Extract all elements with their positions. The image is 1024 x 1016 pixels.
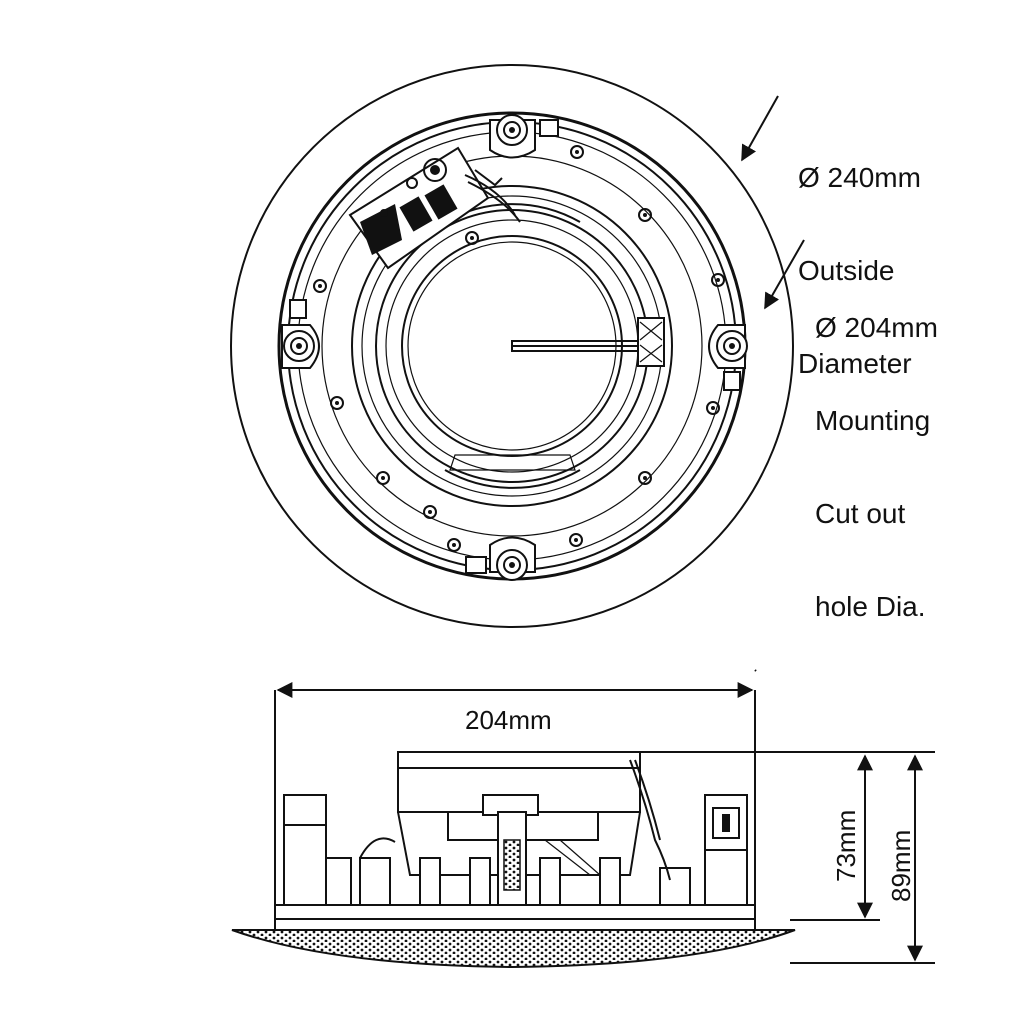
outside-diameter-label: Ø 240mm Outside Diameter (798, 100, 921, 410)
mounting-plate (274, 904, 756, 920)
cutout-diameter-label: Ø 204mm Mounting Cut out hole Dia. (815, 250, 938, 653)
mounting-clamp-left (281, 299, 320, 369)
grille (231, 929, 796, 969)
cutout-diameter-line4: hole Dia. (815, 591, 926, 622)
left-clamp (283, 794, 327, 906)
total-height-label: 89mm (886, 829, 916, 902)
width-label: 204mm (465, 705, 552, 735)
outside-diameter-value: Ø 240mm (798, 162, 921, 193)
depth-label: 73mm (831, 809, 861, 882)
side-view (231, 669, 935, 969)
top-view (230, 64, 805, 628)
outside-diameter-leader (741, 95, 779, 162)
cutout-diameter-line3: Cut out (815, 498, 906, 529)
crossover-board (348, 146, 521, 270)
cutout-diameter-value: Ø 204mm (815, 312, 938, 343)
frame-screws (313, 145, 725, 552)
tweeter-bridge (511, 317, 665, 367)
mounting-clamp-bottom (465, 536, 536, 581)
cutout-diameter-line2: Mounting (815, 405, 931, 436)
outer-trim-ring (230, 64, 794, 628)
cutout-diameter-leader (764, 239, 805, 310)
mounting-clamp-right (708, 324, 748, 391)
outside-diameter-line3: Diameter (798, 348, 912, 379)
basket-ring (351, 185, 673, 507)
outside-diameter-line2: Outside (798, 255, 895, 286)
mounting-clamp-top (489, 114, 559, 159)
